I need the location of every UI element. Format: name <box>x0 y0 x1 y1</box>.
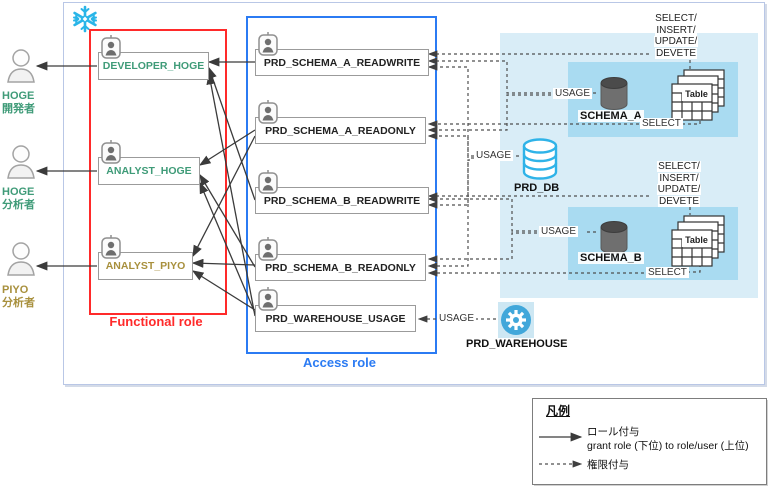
role-badge-icon <box>258 100 278 129</box>
snowflake-logo-icon <box>71 5 99 38</box>
warehouse-label: PRD_WAREHOUSE <box>466 338 568 350</box>
schema-b-label: SCHEMA_B <box>578 252 644 264</box>
legend-dashed-arrow-label: 権限付与 <box>587 459 629 471</box>
database-label: PRD_DB <box>514 182 560 194</box>
role-badge-icon <box>258 287 278 316</box>
user-label-hoge-developer: HOGE 開発者 <box>2 90 35 115</box>
usage-warehouse-label: USAGE <box>437 313 477 324</box>
access-role-schema-a-readwrite[interactable]: PRD_SCHEMA_A_READWRITE <box>255 49 429 76</box>
select-b-label: SELECT <box>646 267 689 278</box>
access-role-schema-b-readonly[interactable]: PRD_SCHEMA_B_READONLY <box>255 254 426 281</box>
usage-schema-a-label: USAGE <box>553 88 593 99</box>
role-badge-icon <box>258 170 278 199</box>
role-badge-icon <box>101 140 121 169</box>
legend-title: 凡例 <box>546 404 571 418</box>
user-label-piyo-analyst: PIYO 分析者 <box>2 284 35 309</box>
user-label-hoge-analyst: HOGE 分析者 <box>2 186 35 211</box>
usage-schema-b-label: USAGE <box>539 226 579 237</box>
schema-a-icon <box>598 76 630 117</box>
table-stack-icon: Table <box>670 214 726 277</box>
schema-a-label: SCHEMA_A <box>578 110 644 122</box>
access-role-group-label: Access role <box>303 355 376 370</box>
database-icon <box>521 138 559 187</box>
table-stack-icon: Table <box>670 68 726 131</box>
svg-text:Table: Table <box>685 235 708 245</box>
readwrite-privileges-b-label: SELECT/ INSERT/ UPDATE/ DEVETE <box>656 161 702 207</box>
schema-b-icon <box>598 220 630 261</box>
role-badge-icon <box>258 237 278 266</box>
legend-solid-arrow-label: ロール付与 <box>587 426 640 438</box>
user-icon-hoge-developer <box>6 48 37 89</box>
user-icon-hoge-analyst <box>6 144 37 185</box>
role-grant-arrows <box>35 57 583 442</box>
select-a-label: SELECT <box>640 118 683 129</box>
role-badge-icon <box>101 235 121 264</box>
access-role-schema-b-readwrite[interactable]: PRD_SCHEMA_B_READWRITE <box>255 187 429 214</box>
role-badge-icon <box>101 35 121 64</box>
functional-role-group-label: Functional role <box>109 314 203 329</box>
readwrite-privileges-a-label: SELECT/ INSERT/ UPDATE/ DEVETE <box>653 13 699 59</box>
role-badge-icon <box>258 32 278 61</box>
functional-role-group-box <box>89 29 227 315</box>
access-role-warehouse-usage[interactable]: PRD_WAREHOUSE_USAGE <box>255 305 416 332</box>
legend-solid-arrow-sublabel: grant role (下位) to role/user (上位) <box>587 440 749 452</box>
usage-db-label: USAGE <box>474 150 514 161</box>
warehouse-gear-icon <box>501 305 531 335</box>
privilege-grant-arrows <box>417 50 701 468</box>
svg-text:Table: Table <box>685 89 708 99</box>
access-role-group-box <box>246 16 437 354</box>
access-role-schema-a-readonly[interactable]: PRD_SCHEMA_A_READONLY <box>255 117 426 144</box>
user-icon-piyo-analyst <box>6 241 37 282</box>
